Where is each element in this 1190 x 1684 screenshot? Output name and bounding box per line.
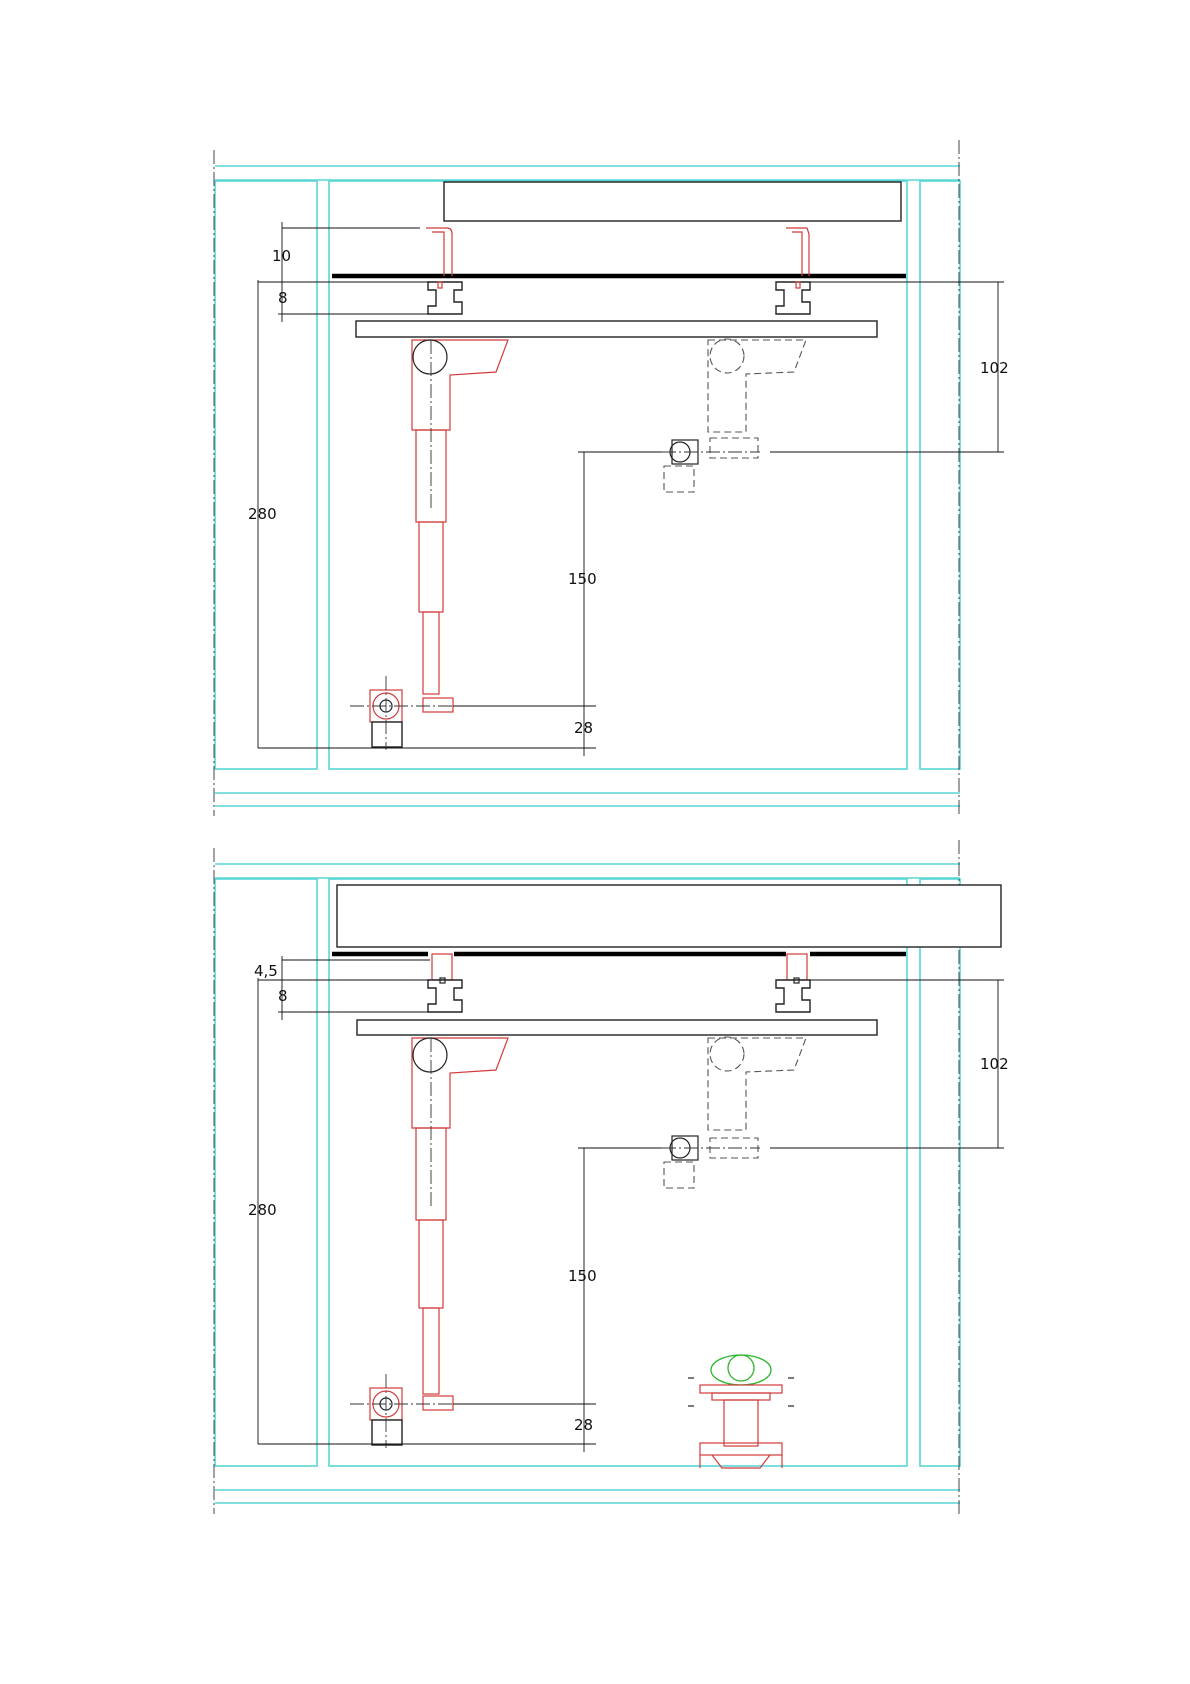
bottom-overhead-panel — [337, 885, 1001, 947]
top-overhead-panel — [444, 182, 901, 221]
top-left-clip — [428, 282, 462, 314]
top-dim-rail-height: 8 — [278, 289, 288, 307]
bottom-left-hanger — [432, 954, 452, 980]
top-right-clip — [776, 282, 810, 314]
bottom-right-fixture — [662, 1037, 806, 1188]
top-right-fixture — [662, 339, 806, 492]
top-dim-vertical-offset: 150 — [568, 570, 597, 588]
bottom-right-hanger — [787, 954, 807, 980]
top-dim-bar-to-center: 102 — [980, 359, 1009, 377]
bottom-right-clip — [776, 980, 810, 1012]
top-left-fixture — [350, 340, 508, 750]
top-main-bar — [356, 321, 877, 337]
top-dim-bottom-offset: 28 — [574, 719, 593, 737]
top-left-hook — [426, 228, 452, 276]
bottom-dim-vertical-offset: 150 — [568, 1267, 597, 1285]
bottom-left-clip — [428, 980, 462, 1012]
bottom-dim-rail-height: 8 — [278, 987, 288, 1005]
bottom-dim-bottom-offset: 28 — [574, 1416, 593, 1434]
bottom-dim-rail-clearance: 4,5 — [254, 962, 278, 980]
bottom-dim-overall-height: 280 — [248, 1201, 277, 1219]
top-dimensions — [258, 222, 1004, 756]
bottom-dim-bar-to-center: 102 — [980, 1055, 1009, 1073]
bottom-left-fixture — [350, 1038, 508, 1448]
bottom-panel: 4,5 8 102 280 150 28 — [214, 840, 1009, 1514]
plant-trolley-icon — [688, 1355, 794, 1468]
bottom-main-bar — [357, 1020, 877, 1035]
top-panel: 10 8 102 280 150 28 — [214, 140, 1009, 816]
top-dim-overall-height: 280 — [248, 505, 277, 523]
top-right-hook — [786, 228, 809, 276]
top-frame — [215, 166, 960, 806]
top-dim-rail-clearance: 10 — [272, 247, 291, 265]
